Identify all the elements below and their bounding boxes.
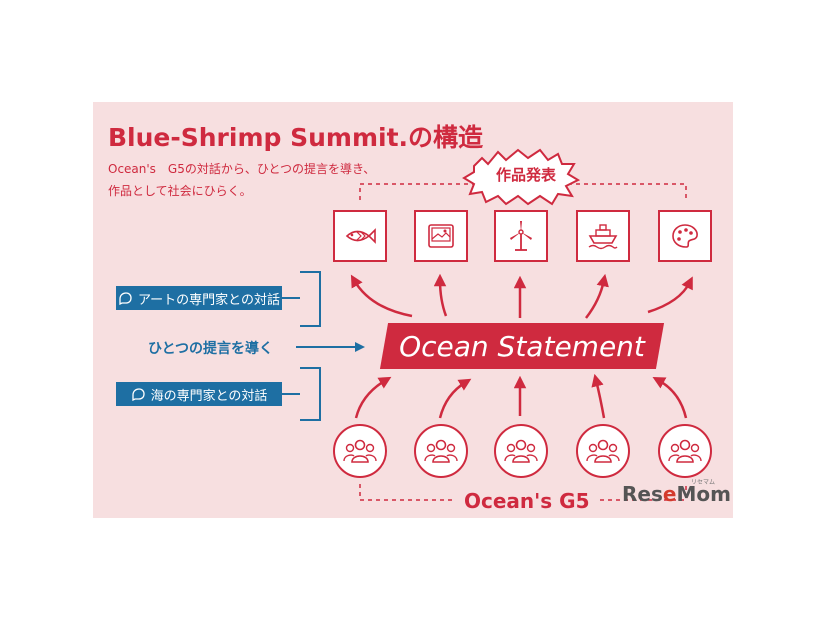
group-label: Ocean's G5 — [456, 489, 598, 513]
art-dialogue-label: アートの専門家との対話 — [116, 286, 282, 310]
logo-kana: リセマム — [691, 479, 716, 486]
logo-text-o: e — [662, 482, 677, 506]
art-dialogue-text: アートの専門家との対話 — [137, 292, 281, 308]
member-circle-2 — [414, 424, 468, 478]
work-box-palette — [658, 210, 712, 262]
ocean-statement-text: Ocean Statement — [399, 329, 645, 363]
people-group-icon — [504, 439, 538, 463]
picture-icon — [428, 224, 454, 248]
chat-bubble-icon — [131, 388, 145, 401]
member-circle-1 — [333, 424, 387, 478]
people-group-icon — [586, 439, 620, 463]
presentation-label: 作品発表 — [495, 166, 556, 184]
logo-text-b: Mom — [676, 482, 731, 506]
sea-dialogue-text: 海の専門家との対話 — [150, 388, 268, 404]
chat-bubble-icon — [119, 292, 132, 305]
member-circle-3 — [494, 424, 548, 478]
fish-icon — [345, 228, 376, 244]
work-box-picture — [414, 210, 468, 262]
subtitle-line-2: 作品として社会にひらく。 — [108, 184, 252, 198]
member-circle-4 — [576, 424, 630, 478]
lead-proposal-label: ひとつの提言を導く — [148, 341, 274, 357]
diagram-title: Blue-Shrimp Summit.の構造 — [108, 123, 484, 152]
member-circle-5 — [658, 424, 712, 478]
ship-icon — [588, 224, 618, 250]
work-box-ship — [576, 210, 630, 262]
people-group-icon — [424, 439, 458, 463]
people-group-icon — [668, 439, 702, 463]
palette-icon — [672, 224, 698, 248]
subtitle-line-1: Ocean's G5の対話から、ひとつの提言を導き、 — [108, 162, 376, 176]
work-box-fish — [333, 210, 387, 262]
wind-turbine-icon — [510, 221, 532, 251]
logo-text-a: Res — [622, 482, 663, 506]
work-box-wind-turbine — [494, 210, 548, 262]
sea-dialogue-label: 海の専門家との対話 — [116, 382, 282, 406]
resemom-logo: ReseMom — [622, 482, 731, 506]
people-group-icon — [343, 439, 377, 463]
